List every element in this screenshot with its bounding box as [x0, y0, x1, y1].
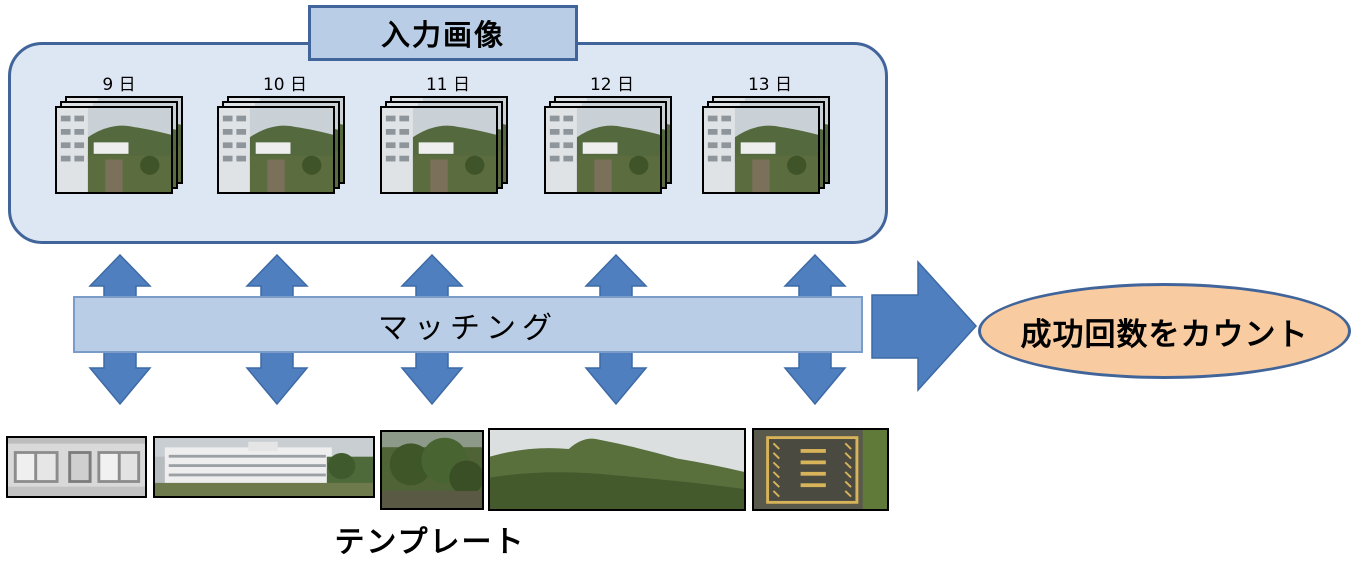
- photo-stack-12: [544, 96, 672, 208]
- campus-photo: [544, 106, 662, 194]
- day-label-13: 13 日: [747, 75, 793, 95]
- day-label-10: 10 日: [262, 75, 308, 95]
- input-panel-title: 入力画像: [308, 5, 578, 61]
- template-label: テンプレート: [334, 525, 526, 560]
- template-tree-image: [380, 430, 484, 510]
- success-count-ellipse: 成功回数をカウント: [978, 283, 1351, 379]
- day-label-12: 12 日: [589, 75, 635, 95]
- photo-stack-10: [217, 96, 345, 208]
- day-label-9: 9 日: [102, 75, 136, 95]
- day-label-11: 11 日: [425, 75, 471, 95]
- photo-stack-9: [55, 96, 183, 208]
- photo-stack-13: [702, 96, 830, 208]
- campus-photo: [55, 106, 173, 194]
- photo-stack-11: [380, 96, 508, 208]
- template-helipad-image: [752, 428, 889, 511]
- campus-photo: [217, 106, 335, 194]
- matching-bar: マッチング: [73, 296, 863, 353]
- template-window-image: [6, 436, 147, 498]
- campus-photo: [702, 106, 820, 194]
- campus-photo: [380, 106, 498, 194]
- template-mountain-image: [488, 428, 746, 511]
- template-building-image: [153, 436, 375, 498]
- result-arrow: [871, 260, 978, 392]
